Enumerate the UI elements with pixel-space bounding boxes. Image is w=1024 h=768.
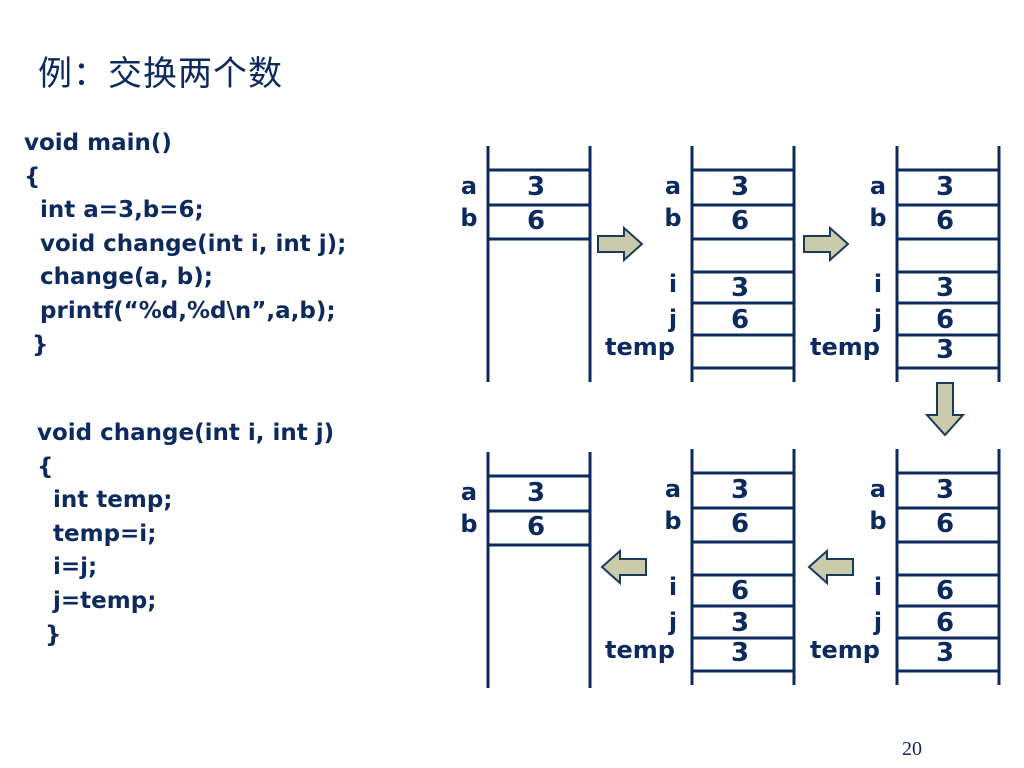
value-b: 6 xyxy=(731,206,749,236)
value-a: 3 xyxy=(731,475,749,505)
label-a: a xyxy=(665,172,681,200)
value-a: 3 xyxy=(936,172,954,202)
label-i: i xyxy=(669,270,677,298)
value-b: 6 xyxy=(936,206,954,236)
change-code-line: i=j; xyxy=(37,554,98,581)
arrow-right-icon xyxy=(597,225,644,263)
main-code-line: void change(int i, int j); xyxy=(24,230,347,257)
change-code-line: j=temp; xyxy=(37,587,157,614)
value-b: 6 xyxy=(527,512,545,542)
label-a: a xyxy=(870,475,886,503)
change-code-line: { xyxy=(37,453,54,480)
label-a: a xyxy=(461,172,477,200)
value-b: 6 xyxy=(527,206,545,236)
label-j: j xyxy=(873,305,882,333)
value-j: 6 xyxy=(731,305,749,335)
value-i: 3 xyxy=(936,273,954,303)
label-temp: temp xyxy=(605,636,675,664)
value-j: 6 xyxy=(936,305,954,335)
page-number: 20 xyxy=(902,738,922,760)
main-code-line: printf(“%d,%d\n”,a,b); xyxy=(24,297,336,324)
label-b: b xyxy=(869,204,886,232)
value-temp: 3 xyxy=(936,638,954,668)
label-j: j xyxy=(668,305,677,333)
arrow-down-icon xyxy=(924,382,966,437)
change-code-line: int temp; xyxy=(37,487,173,514)
value-temp: 3 xyxy=(936,335,954,365)
label-b: b xyxy=(460,204,477,232)
main-code-line: } xyxy=(24,331,49,358)
change-code-block: void change(int i, int j) { int temp; tem… xyxy=(37,417,334,652)
value-j: 3 xyxy=(731,608,749,638)
value-a: 3 xyxy=(527,478,545,508)
label-a: a xyxy=(461,478,477,506)
label-temp: temp xyxy=(605,333,675,361)
value-a: 3 xyxy=(936,475,954,505)
label-b: b xyxy=(664,507,681,535)
main-code-block: void main() { int a=3,b=6; void change(in… xyxy=(24,127,346,362)
label-j: j xyxy=(668,608,677,636)
value-b: 6 xyxy=(731,509,749,539)
value-j: 6 xyxy=(936,608,954,638)
label-i: i xyxy=(669,573,677,601)
label-a: a xyxy=(870,172,886,200)
change-code-line: } xyxy=(37,621,62,648)
label-a: a xyxy=(665,475,681,503)
change-code-line: void change(int i, int j) xyxy=(37,420,335,446)
main-code-line: int a=3,b=6; xyxy=(24,197,204,224)
value-i: 6 xyxy=(731,576,749,606)
slide-title: 例：交换两个数 xyxy=(38,54,283,94)
label-b: b xyxy=(869,507,886,535)
value-b: 6 xyxy=(936,509,954,539)
arrow-left-icon xyxy=(600,548,647,586)
label-j: j xyxy=(873,608,882,636)
label-temp: temp xyxy=(810,636,880,664)
label-i: i xyxy=(874,573,882,601)
label-b: b xyxy=(664,204,681,232)
label-b: b xyxy=(460,510,477,538)
change-code-line: temp=i; xyxy=(37,520,157,547)
arrow-left-icon xyxy=(807,548,854,586)
value-i: 3 xyxy=(731,273,749,303)
label-temp: temp xyxy=(810,333,880,361)
arrow-right-icon xyxy=(803,225,850,263)
value-temp: 3 xyxy=(731,638,749,668)
main-code-line: void main() xyxy=(24,130,172,156)
value-i: 6 xyxy=(936,576,954,606)
main-code-line: { xyxy=(24,163,41,190)
label-i: i xyxy=(874,270,882,298)
value-a: 3 xyxy=(527,172,545,202)
value-a: 3 xyxy=(731,172,749,202)
main-code-line: change(a, b); xyxy=(24,264,213,291)
